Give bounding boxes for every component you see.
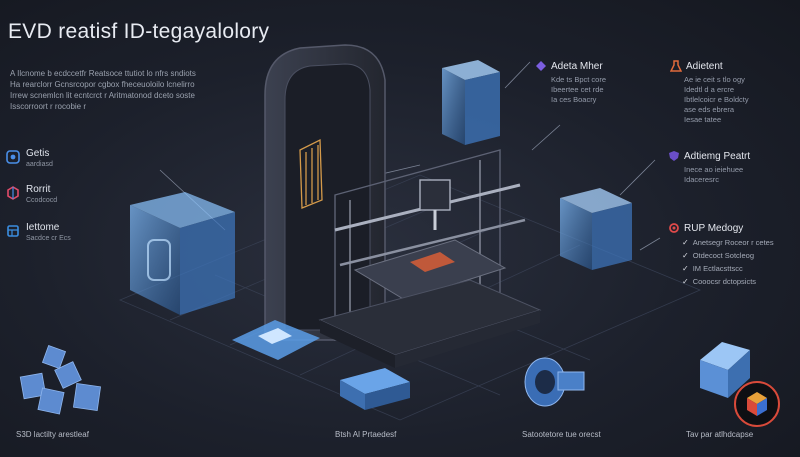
blue-cube-right — [560, 188, 632, 270]
right-item-line: Iesae tatee — [684, 115, 722, 124]
motor-part — [524, 357, 585, 407]
intro-line: Irrew scnemlcn lit ecntcrct r Aritmatono… — [10, 91, 195, 100]
flask-icon — [670, 60, 682, 72]
right-item-title: RUP Medogy — [684, 222, 744, 234]
check-icon: ✓ — [682, 264, 689, 273]
right-item-line: Ibtlelcoicr e Boldcty — [684, 95, 749, 104]
left-item-sub: Sacdce cr Ecs — [26, 235, 71, 242]
right-item-line: Idedtl d a ercre — [684, 85, 735, 94]
check-icon: ✓ — [682, 251, 689, 260]
bullet-item: ✓IM Ectlacsttscc — [682, 264, 774, 273]
right-item-adtiemg: Adtiemg Peatrt Inece ao ieiehuee Idacere… — [668, 150, 750, 185]
gear-flag-icon — [669, 223, 679, 233]
corner-logo — [734, 381, 780, 427]
right-item-line: ase eds ebrera — [684, 105, 735, 114]
bullet-item: ✓Otdecoct Sotcleog — [682, 251, 774, 260]
caption-cubes: S3D lactilty arestleaf — [16, 430, 89, 439]
right-item-line: Ae ie ceit s tlo ogy — [684, 75, 745, 84]
left-item-label: Iettome — [26, 222, 60, 233]
left-item-print: Rorrit Ccodcocd — [6, 184, 57, 206]
print-bed — [353, 239, 507, 301]
intro-line: A Ilcnome b ecdccetfr Reatsoce ttutiot l… — [10, 69, 196, 78]
left-item-material: Iettome Sacdce cr Ecs — [6, 222, 71, 244]
box-icon — [7, 225, 19, 237]
gear-icon — [6, 150, 20, 164]
blue-plate — [232, 320, 320, 360]
flat-cube — [340, 368, 410, 410]
intro-text: A Ilcnome b ecdccetfr Reatsoce ttutiot l… — [10, 68, 215, 112]
check-icon: ✓ — [682, 277, 689, 286]
bullet-text: IM Ectlacsttscc — [692, 264, 743, 273]
left-item-label: Getis — [26, 148, 50, 159]
caption-flat-cube: Btsh Al Prtaedesf — [335, 430, 397, 439]
bullet-text: Anetsegr Roceor r cetes — [692, 238, 774, 247]
bullet-item: ✓Anetsegr Roceor r cetes — [682, 238, 774, 247]
intro-line: Isscorroort r rocobie r — [10, 102, 87, 111]
right-item-line: Inece ao ieiehuee — [684, 165, 744, 174]
right-item-adeta: Adeta Mher Kde ts Bpct core Ibeertee cet… — [535, 60, 606, 105]
diamond-icon — [536, 61, 546, 71]
right-item-adietent: Adietent Ae ie ceit s tlo ogy Idedtl d a… — [670, 60, 749, 125]
cube-right-bottom — [700, 342, 750, 398]
check-icon: ✓ — [682, 238, 689, 247]
left-item-gets: Getis aardiasd — [6, 148, 53, 170]
right-item-title: Adtiemg Peatrt — [684, 150, 751, 162]
caption-right-cube: Tav par atlhdcapse — [686, 430, 754, 439]
right-item-line: Ia ces Boacry — [551, 95, 597, 104]
printer-icon — [7, 186, 19, 200]
bullet-text: Cooocsr dctopsicts — [692, 277, 757, 286]
right-item-rup: RUP Medogy ✓Anetsegr Roceor r cetes ✓Otd… — [668, 222, 774, 286]
left-item-sub: aardiasd — [26, 161, 53, 168]
bullet-text: Otdecoct Sotcleog — [692, 251, 754, 260]
right-item-line: Kde ts Bpct core — [551, 75, 607, 84]
right-item-title: Adeta Mher — [551, 60, 603, 72]
bullet-item: ✓Cooocsr dctopsicts — [682, 277, 774, 286]
page-title: EVD reatisf ID-tegayalolory — [8, 20, 270, 43]
printer-frame — [264, 44, 386, 341]
caption-motor: Satootetore tue orecst — [522, 430, 601, 439]
left-item-label: Rorrit — [26, 184, 51, 195]
left-item-sub: Ccodcocd — [26, 197, 58, 204]
intro-line: Ha rearclorr Gcnsrcopor cgbox fheceuoloi… — [10, 80, 195, 89]
right-item-line: Ibeertee cet rde — [551, 85, 604, 94]
shield-icon — [669, 151, 679, 161]
blue-cube-left — [130, 192, 235, 315]
blue-block-top — [442, 60, 500, 145]
right-item-title: Adietent — [686, 60, 723, 72]
right-item-line: Idaceresrc — [684, 175, 720, 184]
cube-cluster — [19, 344, 102, 415]
